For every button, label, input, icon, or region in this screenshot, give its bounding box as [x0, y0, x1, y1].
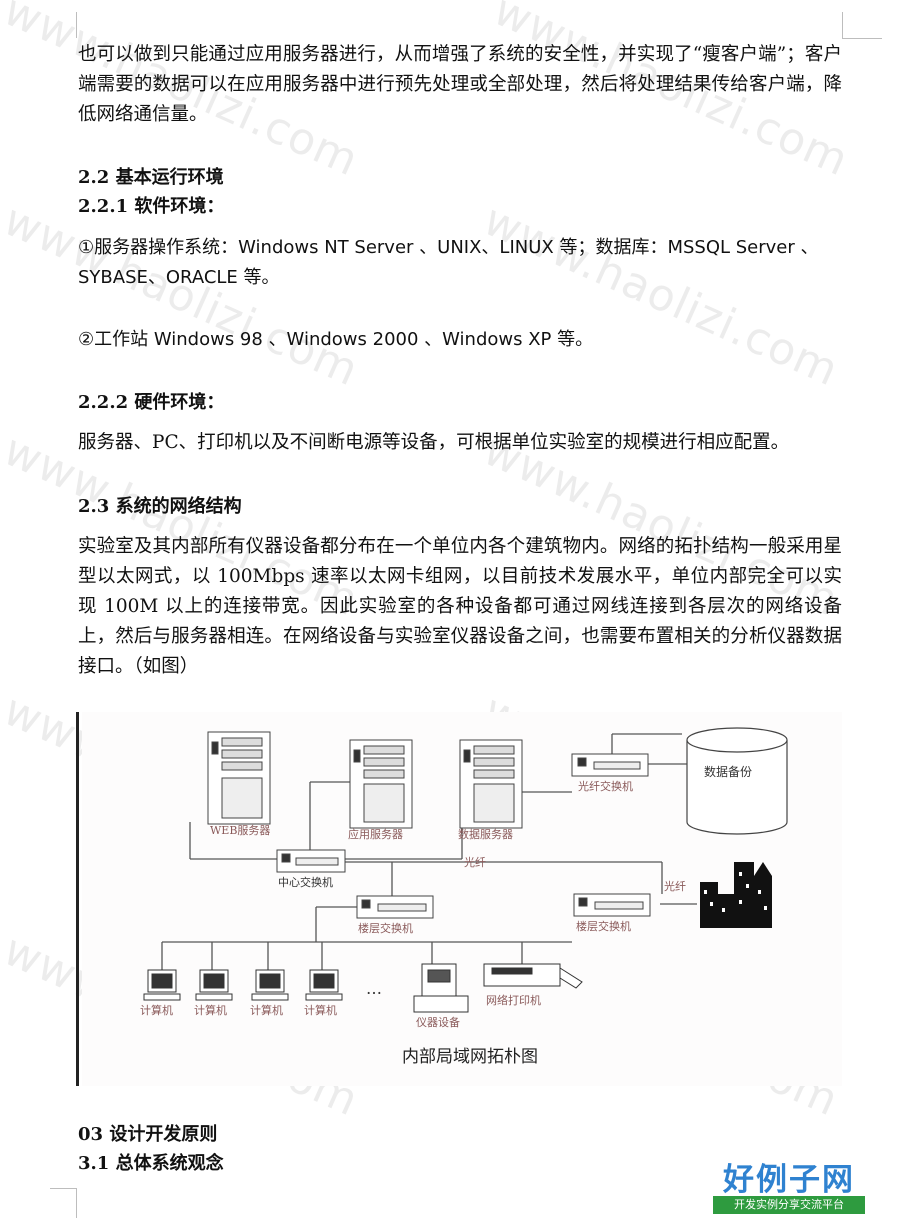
- label-data-backup: 数据备份: [704, 764, 752, 779]
- hardware-paragraph: 服务器、PC、打印机以及不间断电源等设备，可根据单位实验室的规模进行相应配置。: [78, 432, 790, 453]
- heading-2-3: 2.3 系统的网络结构: [78, 496, 242, 517]
- label-data-server: 数据服务器: [458, 827, 513, 841]
- label-pc-4: 计算机: [304, 1003, 337, 1017]
- watermark-text: www.haolizi.com: [476, 194, 847, 397]
- network-printer-icon: [483, 963, 583, 989]
- fiber-switch-icon: [571, 753, 649, 777]
- software-item-2: ②工作站 Windows 98 、Windows 2000 、Windows X…: [78, 329, 594, 350]
- intro-paragraph: 也可以做到只能通过应用服务器进行，从而增强了系统的安全性，并实现了“瘦客户端”；…: [78, 44, 842, 125]
- label-app-server: 应用服务器: [348, 827, 403, 841]
- label-net-printer: 网络打印机: [486, 993, 541, 1007]
- network-topology-figure: WEB服务器 应用服务器 数据服务器 光纤交换机 数据备份 中心交换机 光纤 光…: [82, 712, 842, 1086]
- label-central-switch: 中心交换机: [278, 875, 333, 889]
- instrument-icon: [413, 963, 469, 1013]
- central-switch-icon: [276, 849, 346, 873]
- label-web-server: WEB服务器: [210, 824, 270, 837]
- label-pc-1: 计算机: [140, 1003, 173, 1017]
- label-ellipsis: …: [366, 979, 382, 998]
- network-paragraph: 实验室及其内部所有仪器设备都分布在一个单位内各个建筑物内。网络的拓扑结构一般采用…: [78, 536, 842, 677]
- data-server-icon: [459, 739, 523, 829]
- crop-mark-bl-v: [76, 1188, 77, 1218]
- figure-left-rule: [76, 712, 79, 1086]
- label-floor-switch-left: 楼层交换机: [358, 921, 413, 935]
- app-server-icon: [349, 739, 413, 829]
- software-item-1: ①服务器操作系统：Windows NT Server 、UNIX、LINUX 等…: [78, 237, 819, 288]
- site-logo[interactable]: 好例子网 开发实例分享交流平台: [713, 1154, 865, 1216]
- database-cylinder-icon: [686, 727, 788, 835]
- crop-mark-tr-v: [842, 12, 843, 38]
- heading-2-2: 2.2 基本运行环境: [78, 167, 224, 188]
- label-pc-3: 计算机: [250, 1003, 283, 1017]
- watermark-text: www.haolizi.com: [0, 194, 367, 397]
- heading-2-2-2: 2.2.2 硬件环境：: [78, 392, 225, 413]
- label-pc-2: 计算机: [194, 1003, 227, 1017]
- figure-caption: 内部局域网拓朴图: [402, 1047, 538, 1067]
- connection-lines: [161, 733, 697, 970]
- crop-mark-bl-h: [50, 1188, 76, 1189]
- label-fiber-1: 光纤: [464, 855, 486, 869]
- logo-main-text: 好例子网: [723, 1162, 855, 1198]
- label-instrument: 仪器设备: [416, 1015, 460, 1029]
- crop-mark-tl-v: [76, 12, 77, 38]
- label-floor-switch-right: 楼层交换机: [576, 919, 631, 933]
- label-fiber-2: 光纤: [664, 879, 686, 893]
- label-fiber-switch: 光纤交换机: [578, 779, 633, 793]
- heading-03: 03 设计开发原则: [78, 1124, 218, 1145]
- building-icon: [700, 862, 772, 928]
- computer-icons: [143, 969, 343, 1001]
- heading-2-2-1: 2.2.1 软件环境：: [78, 196, 225, 217]
- heading-3-1: 3.1 总体系统观念: [78, 1153, 224, 1174]
- crop-mark-tr-h: [842, 38, 882, 39]
- floor-switch-left-icon: [356, 895, 434, 919]
- logo-sub-text: 开发实例分享交流平台: [713, 1196, 865, 1214]
- web-server-icon: [207, 731, 271, 825]
- floor-switch-right-icon: [573, 893, 651, 917]
